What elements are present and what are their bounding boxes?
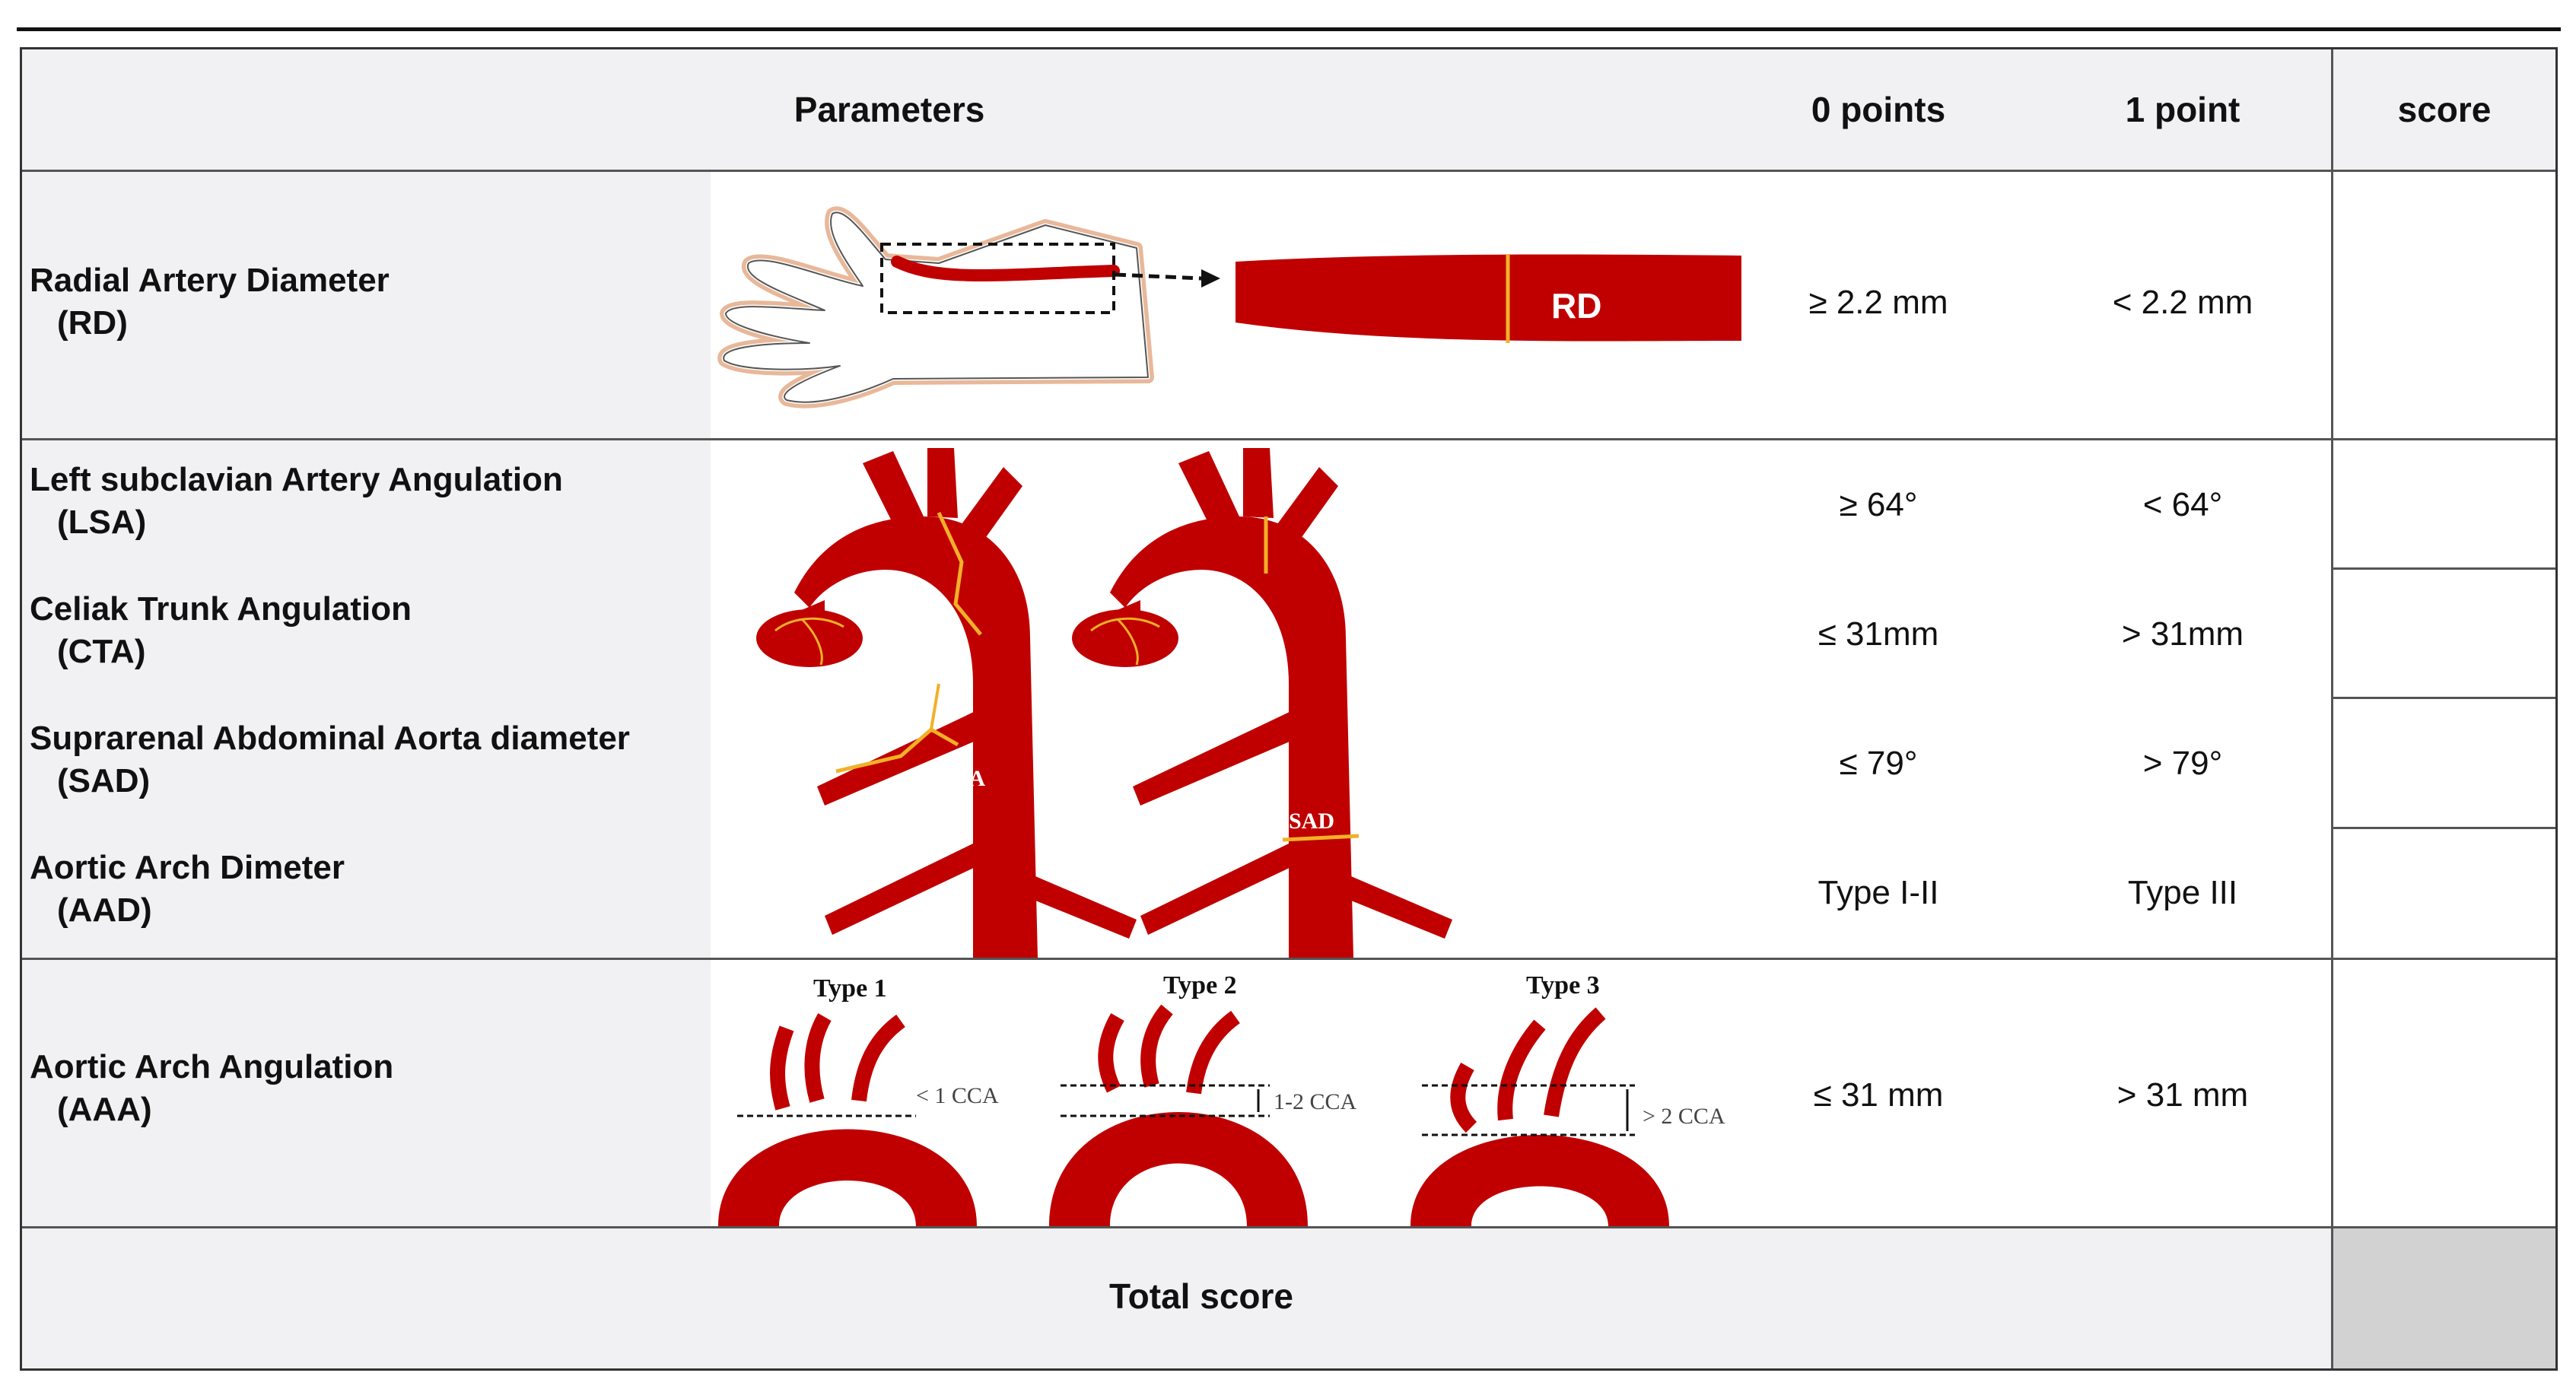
radial-artery-segment bbox=[891, 256, 1120, 281]
header-zero-points: 0 points bbox=[1811, 90, 1946, 129]
radial-artery-enlarged bbox=[1236, 254, 1741, 342]
param-abbr: (LSA) bbox=[57, 504, 147, 541]
param-abbr: (RD) bbox=[57, 304, 128, 342]
aorta-left-root-marker bbox=[774, 617, 844, 666]
param-name: Aortic Arch Dimeter bbox=[30, 849, 345, 886]
one-point-sad: > 79° bbox=[2142, 745, 2223, 782]
total-score-label: Total score bbox=[1109, 1276, 1293, 1316]
param-aaa: Aortic Arch Angulation (AAA) bbox=[30, 1046, 393, 1131]
header-one-point: 1 point bbox=[2125, 90, 2240, 129]
param-abbr: (AAA) bbox=[57, 1091, 152, 1128]
header-row-bg bbox=[22, 49, 2555, 170]
score-divider bbox=[2333, 697, 2555, 699]
param-abbr: (AAD) bbox=[57, 891, 152, 929]
param-cta: Celiak Trunk Angulation (CTA) bbox=[30, 588, 412, 673]
label-bg-rd bbox=[22, 172, 711, 438]
score-divider bbox=[2333, 827, 2555, 829]
hand-illustration bbox=[717, 206, 1154, 408]
zero-points-aaa: ≤ 31 mm bbox=[1813, 1076, 1944, 1114]
cca1-label: < 1 CCA bbox=[916, 1083, 999, 1108]
lsa-label: LSA bbox=[901, 597, 946, 622]
row-divider bbox=[22, 170, 2555, 172]
one-point-aaa: > 31 mm bbox=[2116, 1076, 2249, 1114]
aorta-figure: LSA CTA AAD SAD bbox=[756, 448, 1452, 958]
param-aad: Aortic Arch Dimeter (AAD) bbox=[30, 847, 345, 932]
scoring-table: Parameters 0 points 1 point score Radial… bbox=[20, 47, 2558, 1371]
cta-marker-branch bbox=[930, 683, 940, 730]
zoom-arrow bbox=[1115, 272, 1202, 281]
one-point-rd: < 2.2 mm bbox=[2112, 284, 2253, 321]
param-abbr: (CTA) bbox=[57, 633, 146, 670]
row-divider bbox=[22, 1226, 2555, 1228]
row-divider bbox=[22, 438, 2555, 440]
arch-type1 bbox=[718, 1013, 977, 1226]
type1-label: Type 1 bbox=[813, 974, 887, 1003]
param-abbr: (SAD) bbox=[57, 762, 151, 799]
cta-label: CTA bbox=[939, 766, 985, 791]
zoom-box bbox=[880, 243, 1115, 314]
radial-artery-figure: RD bbox=[717, 206, 1741, 408]
aad-label: AAD bbox=[1204, 603, 1253, 628]
param-name: Suprarenal Abdominal Aorta diameter bbox=[30, 720, 630, 757]
param-name: Left subclavian Artery Angulation bbox=[30, 461, 563, 498]
rd-label: RD bbox=[1551, 286, 1601, 326]
lsa-marker bbox=[937, 511, 982, 636]
zoom-arrowhead bbox=[1201, 269, 1220, 288]
zero-points-lsa: ≥ 64° bbox=[1839, 486, 1918, 523]
type3-label: Type 3 bbox=[1526, 971, 1600, 1000]
arch-type2 bbox=[1049, 1004, 1308, 1226]
score-column-divider bbox=[2331, 49, 2333, 1368]
zero-points-rd: ≥ 2.2 mm bbox=[1808, 284, 1948, 321]
zero-points-aad: Type I-II bbox=[1818, 874, 1939, 911]
label-bg-group bbox=[22, 440, 711, 958]
header-score: score bbox=[2397, 90, 2492, 129]
aorta-right-root-marker bbox=[1090, 617, 1160, 666]
total-row-bg bbox=[22, 1228, 2331, 1368]
zero-points-cta: ≤ 31mm bbox=[1818, 615, 1939, 653]
param-name: Celiak Trunk Angulation bbox=[30, 590, 412, 628]
zero-points-sad: ≤ 79° bbox=[1839, 745, 1918, 782]
one-point-lsa: < 64° bbox=[2142, 486, 2223, 523]
arch-type3 bbox=[1410, 1007, 1669, 1226]
param-name: Aortic Arch Angulation bbox=[30, 1048, 394, 1085]
aorta-right bbox=[1072, 448, 1452, 958]
score-divider bbox=[2333, 567, 2555, 570]
arch-types-figure: Type 1 Type 2 Type 3 < 1 CCA 1-2 CCA bbox=[718, 971, 1725, 1226]
label-bg-aaa bbox=[22, 960, 711, 1226]
one-point-cta: > 31mm bbox=[2121, 615, 2244, 653]
top-rule bbox=[17, 27, 2561, 31]
aorta-left bbox=[756, 448, 1137, 958]
row-divider bbox=[22, 958, 2555, 960]
cca2-label: 1-2 CCA bbox=[1274, 1089, 1357, 1114]
param-rd: Radial Artery Diameter (RD) bbox=[30, 259, 390, 345]
sad-label: SAD bbox=[1289, 809, 1334, 834]
param-sad: Suprarenal Abdominal Aorta diameter (SAD… bbox=[30, 717, 630, 802]
cca3-label: > 2 CCA bbox=[1643, 1104, 1725, 1129]
param-name: Radial Artery Diameter bbox=[30, 262, 390, 299]
cta-marker bbox=[835, 726, 959, 774]
header-parameters: Parameters bbox=[793, 90, 985, 129]
param-lsa: Left subclavian Artery Angulation (LSA) bbox=[30, 459, 563, 544]
total-score-cell bbox=[2333, 1228, 2555, 1368]
type2-label: Type 2 bbox=[1163, 971, 1237, 1000]
one-point-aad: Type III bbox=[2127, 874, 2238, 911]
sad-marker bbox=[1282, 834, 1360, 842]
